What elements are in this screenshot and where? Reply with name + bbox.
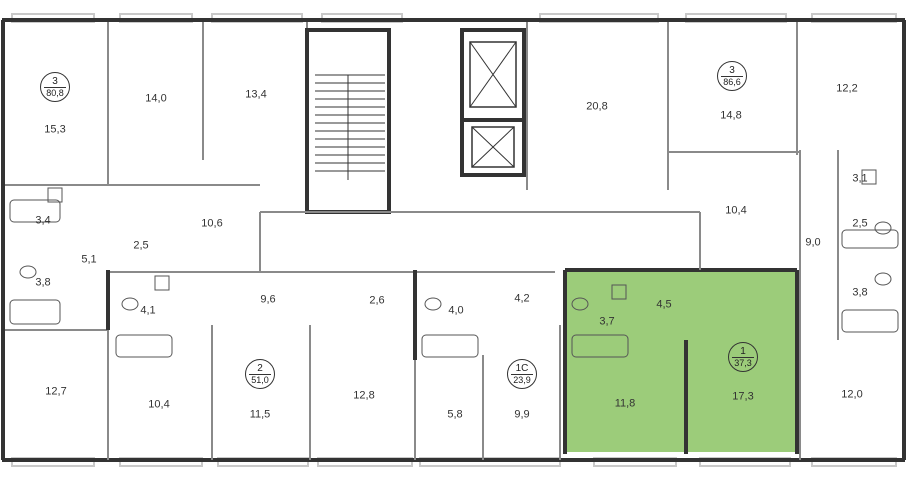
room-area: 4,5 (656, 298, 672, 311)
room-area: 4,2 (514, 292, 530, 305)
apartment-area: 37,3 (732, 357, 754, 368)
apartment-badge: 3 86,6 (717, 61, 747, 91)
room-area: 17,3 (732, 390, 754, 403)
room-area: 5,1 (81, 253, 97, 266)
apartment-badge: 3 80,8 (40, 72, 70, 102)
apartment-area: 80,8 (44, 87, 66, 98)
apartment-rooms: 1 (740, 346, 746, 357)
room-area: 3,4 (35, 214, 51, 227)
apartment-badge: 1 37,3 (728, 342, 758, 372)
room-area: 2,5 (852, 217, 868, 230)
apartment-area: 86,6 (721, 76, 743, 87)
apartment-walls (106, 268, 799, 454)
room-area: 15,3 (44, 123, 66, 136)
room-area: 10,6 (201, 217, 223, 230)
apartment-area: 51,0 (249, 374, 271, 385)
room-area: 10,4 (148, 398, 170, 411)
room-area: 9,6 (260, 293, 276, 306)
room-area: 2,5 (133, 239, 149, 252)
room-area: 3,7 (599, 315, 615, 328)
room-area: 9,9 (514, 408, 530, 421)
room-area: 5,8 (447, 408, 463, 421)
room-area: 11,8 (614, 397, 636, 410)
room-area: 14,0 (145, 92, 167, 105)
apartment-rooms: 3 (729, 65, 735, 76)
room-area: 20,8 (586, 100, 608, 113)
room-area: 3,8 (35, 276, 51, 289)
room-area: 3,8 (852, 286, 868, 299)
room-area: 12,2 (836, 82, 858, 95)
room-area: 4,0 (448, 304, 464, 317)
partitions (5, 22, 839, 460)
apartment-area: 23,9 (511, 374, 533, 385)
highlighted-apartment (565, 270, 797, 452)
apartment-badge: 1С 23,9 (507, 359, 537, 389)
room-area: 13,4 (245, 88, 267, 101)
room-area: 14,8 (720, 109, 742, 122)
room-area: 9,0 (805, 236, 821, 249)
elevators (460, 28, 526, 177)
room-area: 10,4 (725, 204, 747, 217)
corridor (259, 211, 701, 272)
apartment-rooms: 3 (52, 76, 58, 87)
room-area: 11,5 (249, 408, 271, 421)
fixtures (9, 169, 899, 358)
room-area: 12,7 (45, 385, 67, 398)
stairwell (305, 28, 391, 214)
apartment-badge: 2 51,0 (245, 359, 275, 389)
outer-walls (1, 18, 906, 462)
room-area: 3,1 (852, 172, 868, 185)
room-area: 4,1 (140, 304, 156, 317)
apartment-rooms: 1С (515, 363, 529, 374)
apartment-rooms: 2 (257, 363, 263, 374)
room-area: 12,0 (841, 388, 863, 401)
room-area: 12,8 (353, 389, 375, 402)
room-area: 2,6 (369, 294, 385, 307)
